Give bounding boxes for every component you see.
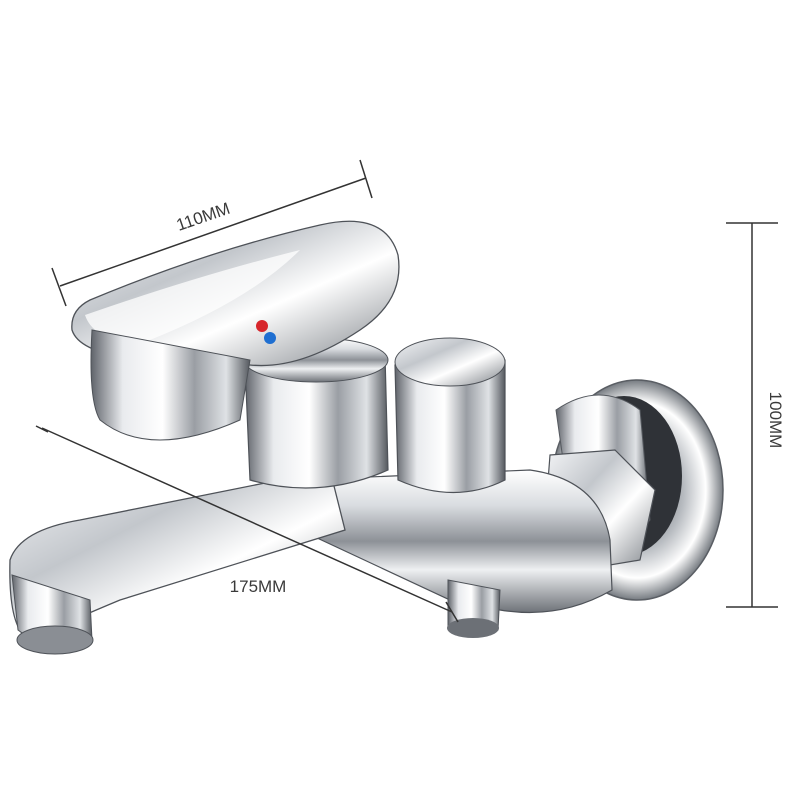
lever-highlight <box>85 250 300 341</box>
cold-marker <box>264 332 276 344</box>
hot-cold-indicator <box>256 320 276 344</box>
diverter-knob-top[interactable] <box>394 337 506 387</box>
height-dimension-label: 100MM <box>766 392 785 449</box>
faucet-illustration <box>9 220 724 655</box>
width-dimension-tick-left <box>51 267 67 307</box>
length-dimension-line <box>41 427 453 613</box>
spout-aerator <box>16 625 94 655</box>
width-dimension-label: 110MM <box>174 199 233 235</box>
cartridge-column <box>244 354 389 489</box>
length-dimension-label: 175MM <box>230 577 287 596</box>
width-dimension-tick-right <box>359 159 373 199</box>
length-dimension-tick-left <box>35 425 49 433</box>
shower-outlet-thread <box>447 618 499 638</box>
width-dimension-line <box>59 177 367 287</box>
length-dimension-tick-right <box>445 601 459 623</box>
mixer-body <box>299 469 613 614</box>
hot-marker <box>256 320 268 332</box>
length-dimension: 175MM <box>35 425 459 623</box>
lever-underside <box>90 329 251 441</box>
height-dimension: 100MM <box>726 222 785 608</box>
